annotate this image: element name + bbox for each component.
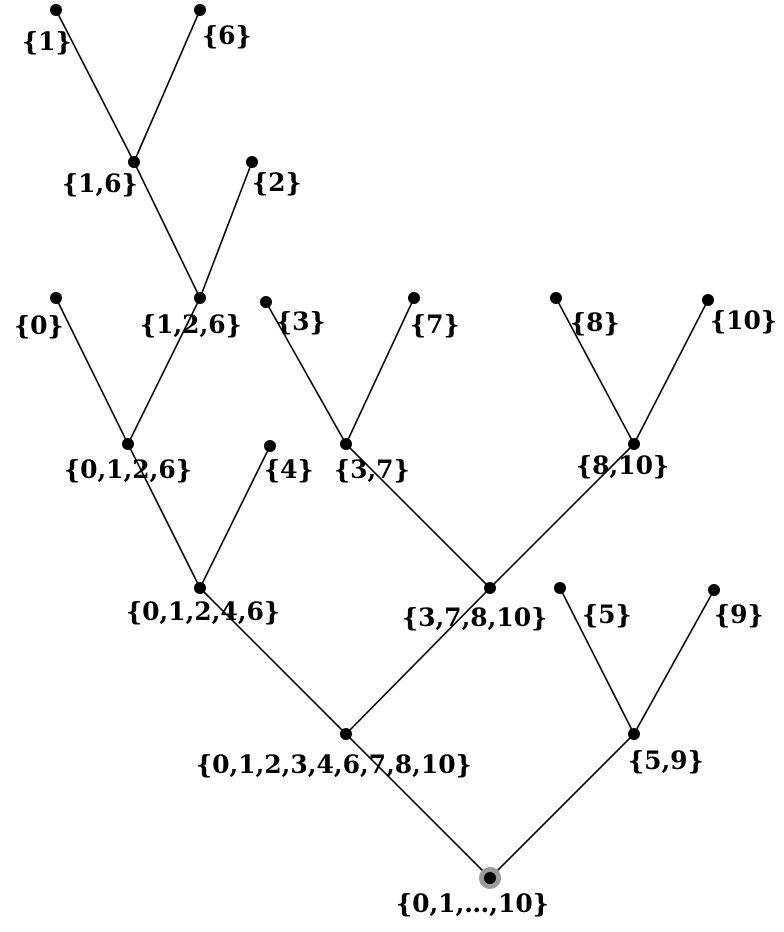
edge-n01246-nbig xyxy=(199,587,347,735)
node-n126 xyxy=(194,292,206,304)
node-root xyxy=(484,872,496,884)
node-label-n37810: {3,7,8,10} xyxy=(402,603,547,632)
node-n2 xyxy=(246,156,258,168)
node-label-n3: {3} xyxy=(276,307,326,336)
node-label-n9: {9} xyxy=(714,600,764,629)
edge-n7-n37 xyxy=(345,297,415,445)
edge-n126-n0126 xyxy=(127,297,201,445)
node-n0126 xyxy=(122,438,134,450)
edge-n59-root xyxy=(489,733,635,879)
node-label-n10: {10} xyxy=(710,306,777,335)
node-n37 xyxy=(340,438,352,450)
edge-n37-n37810 xyxy=(345,443,491,589)
node-n5 xyxy=(554,582,566,594)
node-n10 xyxy=(702,294,714,306)
node-label-n6: {6} xyxy=(202,21,252,50)
node-n7 xyxy=(408,292,420,304)
edge-n5-n59 xyxy=(559,587,635,735)
node-label-n37: {3,7} xyxy=(334,455,410,484)
node-n37810 xyxy=(484,582,496,594)
edge-n810-n37810 xyxy=(489,443,635,589)
edge-n6-n16 xyxy=(133,9,201,163)
node-label-n810: {8,10} xyxy=(576,451,669,480)
edge-n37810-nbig xyxy=(345,587,491,735)
node-label-n126: {1,2,6} xyxy=(140,310,242,339)
edge-n1-n16 xyxy=(55,9,135,163)
nodes-layer xyxy=(50,4,720,889)
edge-n3-n37 xyxy=(265,301,347,445)
edge-n9-n59 xyxy=(633,589,715,735)
node-label-n8: {8} xyxy=(570,308,620,337)
node-n4 xyxy=(264,440,276,452)
node-label-n59: {5,9} xyxy=(628,746,704,775)
edge-n4-n01246 xyxy=(199,445,271,589)
node-n9 xyxy=(708,584,720,596)
node-n6 xyxy=(194,4,206,16)
edge-n2-n126 xyxy=(199,161,253,299)
node-n59 xyxy=(628,728,640,740)
edge-n10-n810 xyxy=(633,299,709,445)
edge-n16-n126 xyxy=(133,161,201,299)
node-n3 xyxy=(260,296,272,308)
node-n0 xyxy=(50,292,62,304)
node-label-n0126: {0,1,2,6} xyxy=(64,455,192,484)
edge-n0-n0126 xyxy=(55,297,129,445)
node-n16 xyxy=(128,156,140,168)
node-n8 xyxy=(550,292,562,304)
node-label-n4: {4} xyxy=(264,455,314,484)
node-label-n2: {2} xyxy=(252,168,302,197)
labels-layer: {1} {6} {1,6} {2} {0} {1,2,6} {3} {7} {8} {10} {0,… xyxy=(14,21,777,918)
node-label-n01246: {0,1,2,4,6} xyxy=(126,597,280,626)
node-label-nbig: {0,1,2,3,4,6,7,8,10} xyxy=(196,750,472,779)
node-label-n1: {1} xyxy=(22,27,72,56)
edge-n8-n810 xyxy=(555,297,635,445)
node-nbig xyxy=(340,728,352,740)
node-label-n0: {0} xyxy=(14,311,64,340)
node-n01246 xyxy=(194,582,206,594)
node-n1 xyxy=(50,4,62,16)
edges-layer xyxy=(55,9,715,879)
node-label-n16: {1,6} xyxy=(62,169,138,198)
node-n810 xyxy=(628,438,640,450)
node-label-n7: {7} xyxy=(410,310,460,339)
edge-n0126-n01246 xyxy=(127,443,201,589)
edge-nbig-root xyxy=(345,733,491,879)
node-label-n5: {5} xyxy=(582,600,632,629)
node-label-root: {0,1,…,10} xyxy=(396,889,549,918)
